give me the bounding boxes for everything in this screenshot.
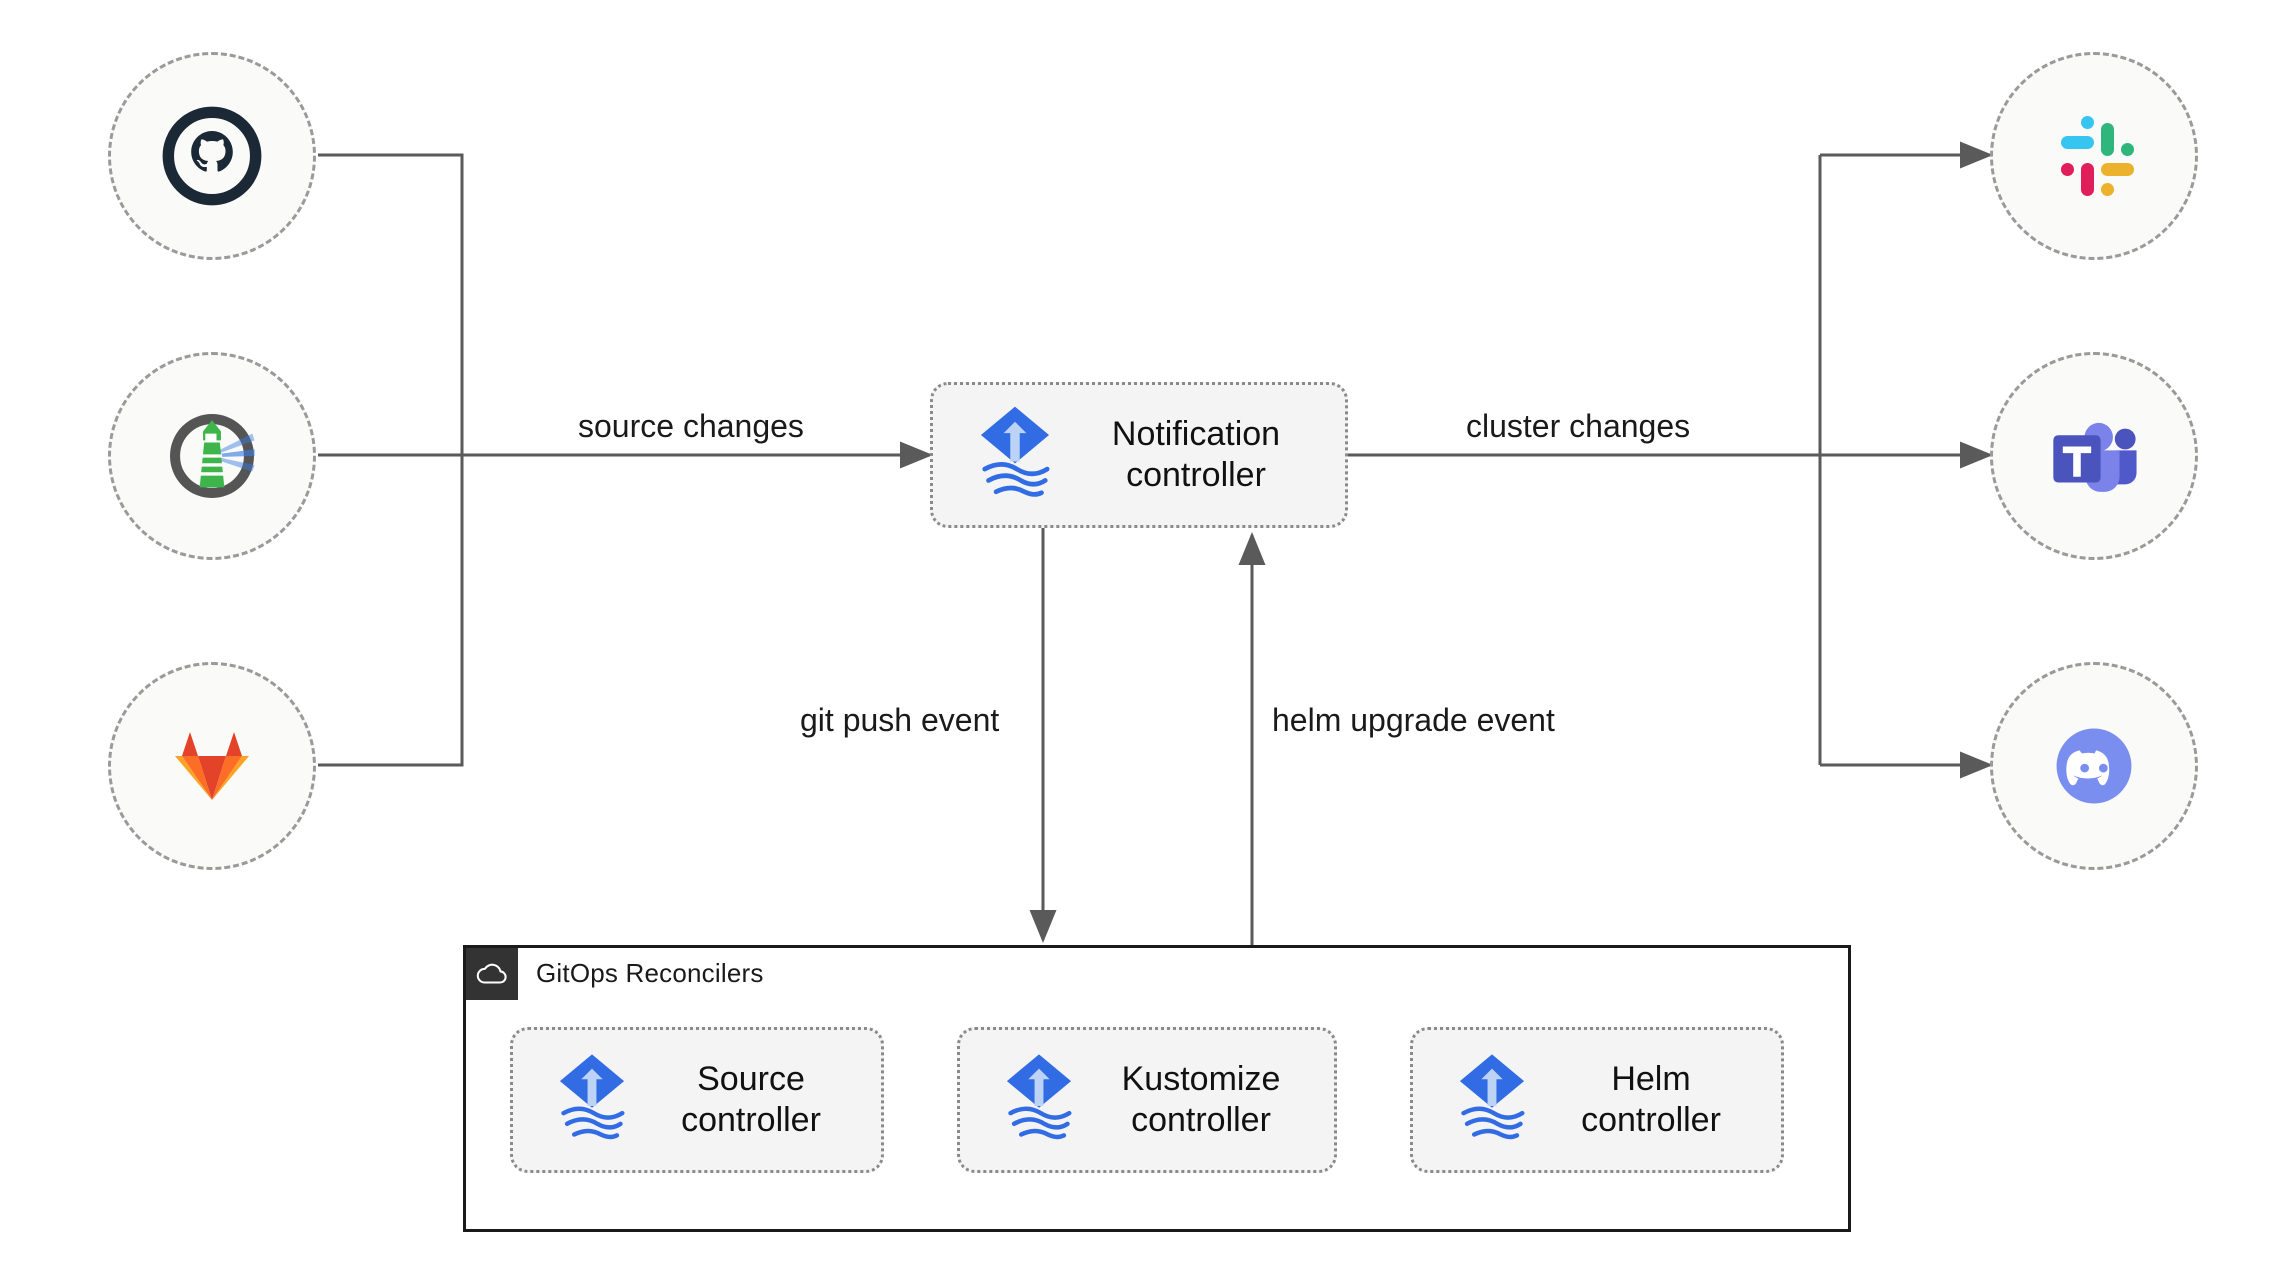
destination-node-discord[interactable] [1990, 662, 2198, 870]
flux-logo-icon [994, 1049, 1084, 1152]
kustomize-controller-label: Kustomize controller [1121, 1059, 1281, 1139]
kustomize-controller-box[interactable]: Kustomize controller [957, 1027, 1337, 1173]
gitops-container-title: GitOps Reconcilers [536, 958, 764, 988]
source-controller-label: Source controller [681, 1059, 821, 1139]
github-icon [160, 104, 264, 208]
gitlab-icon [162, 716, 262, 816]
source-node-github[interactable] [108, 52, 316, 260]
source-controller-box[interactable]: Source controller [510, 1027, 884, 1173]
notification-controller-label: Notification controller [1111, 414, 1281, 494]
source-node-flux[interactable] [108, 352, 316, 560]
notification-controller-box[interactable]: Notification controller [930, 382, 1348, 528]
destination-node-slack[interactable] [1990, 52, 2198, 260]
edge-label-git-push-event: git push event [800, 702, 1000, 738]
slack-icon [2044, 106, 2144, 206]
microsoft-teams-icon [2042, 406, 2146, 506]
edge-label-cluster-changes: cluster changes [1466, 408, 1691, 444]
flux-lighthouse-icon [156, 400, 268, 512]
helm-controller-label: Helm controller [1581, 1059, 1721, 1139]
helm-controller-box[interactable]: Helm controller [1410, 1027, 1784, 1173]
flux-logo-icon [1447, 1049, 1537, 1152]
cloud-icon [466, 948, 518, 1000]
source-node-gitlab[interactable] [108, 662, 316, 870]
edge-label-helm-upgrade-event: helm upgrade event [1272, 702, 1555, 738]
destination-node-teams[interactable] [1990, 352, 2198, 560]
edge-label-source-changes: source changes [578, 408, 804, 444]
flux-logo-icon [967, 401, 1063, 510]
flux-logo-icon [547, 1049, 637, 1152]
discord-icon [2042, 714, 2146, 818]
